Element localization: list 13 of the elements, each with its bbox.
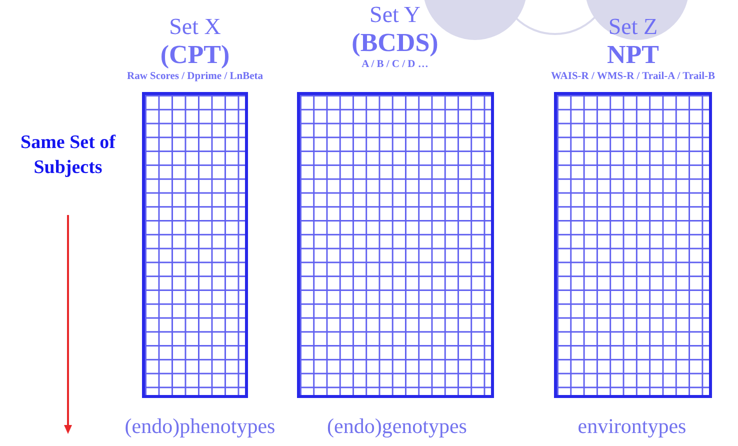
matrix-caption: environtypes [578, 414, 686, 439]
matrix-caption: (endo)genotypes [327, 414, 467, 439]
measure-list: WAIS-R / WMS-R / Trail-A / Trail-B [550, 70, 716, 84]
set-title: Set X [169, 13, 221, 40]
set-title: Set Y [370, 1, 420, 28]
set-subtitle: (BCDS) [352, 28, 438, 58]
measure-list: Raw Scores / Dprime / LnBeta [126, 70, 263, 84]
axis-note: Same Set of Subjects [20, 131, 117, 180]
matrix-caption: (endo)phenotypes [124, 414, 276, 439]
set-subtitle: NPT [607, 40, 659, 70]
set-subtitle: (CPT) [160, 40, 230, 70]
set-title: Set Z [608, 13, 658, 40]
measure-list: A / B / C / D … [362, 58, 428, 72]
